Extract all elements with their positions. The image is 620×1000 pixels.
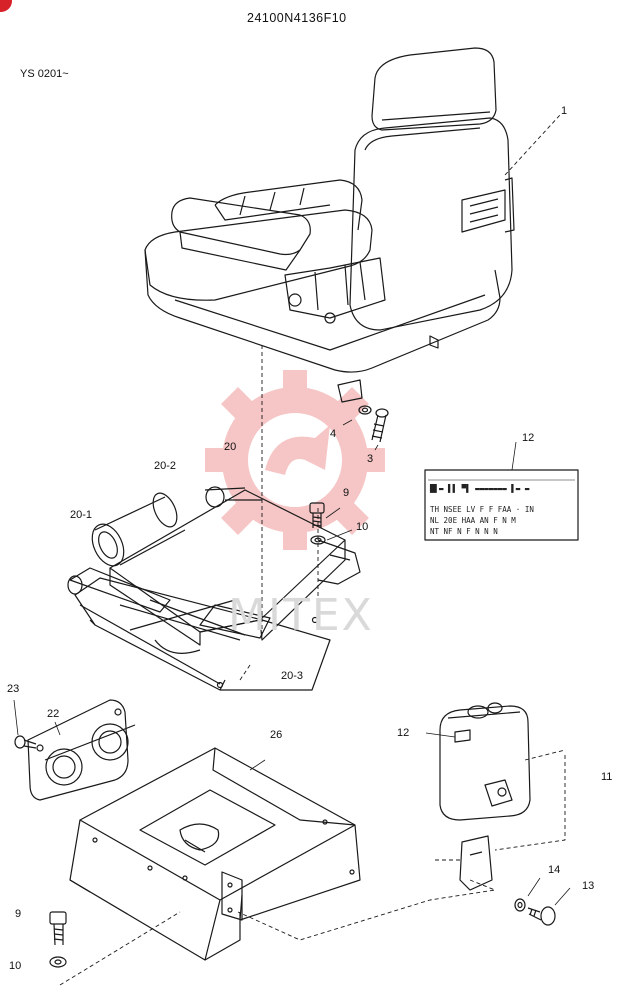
label-plate (425, 470, 578, 540)
seat-assembly (145, 48, 514, 402)
washer-10-top (311, 536, 325, 544)
callout-9-bottom: 9 (15, 908, 22, 920)
callout-20-1: 20-1 (70, 509, 93, 521)
callout-14: 14 (548, 864, 561, 876)
callout-12-top: 12 (522, 432, 535, 444)
callout-22: 22 (47, 708, 60, 720)
washer-4 (359, 406, 371, 414)
callout-20-3: 20-3 (281, 670, 304, 682)
bolt-13 (528, 907, 555, 925)
serial-range: YS 0201~ (20, 68, 69, 80)
water-tank-11 (440, 703, 530, 820)
screw-23 (15, 736, 36, 748)
callout-23: 23 (7, 683, 20, 695)
washer-14 (515, 899, 525, 911)
bolt-9-bottom (50, 912, 66, 945)
callout-12-tank: 12 (397, 727, 410, 739)
callout-3: 3 (367, 453, 374, 465)
callout-4: 4 (330, 428, 337, 440)
leader-lines (60, 115, 565, 985)
callout-20-2: 20-2 (154, 460, 177, 472)
seat-stand-26 (70, 748, 360, 960)
part-number-title: 24100N4136F10 (247, 11, 347, 25)
callout-11: 11 (601, 771, 613, 783)
label-line-4: NT NF N F N N N (430, 527, 498, 536)
watermark-text: MITEX (228, 590, 374, 641)
bolt-3 (372, 409, 388, 442)
label-line-2: TH NSEE LV F F FAA · IN (430, 505, 534, 514)
callout-13: 13 (582, 880, 595, 892)
callout-10-top: 10 (356, 521, 369, 533)
callout-26: 26 (270, 729, 283, 741)
callout-9-top: 9 (343, 487, 350, 499)
seat-suspension (68, 487, 360, 690)
bracket-11 (460, 836, 492, 890)
watermark-gear-icon (205, 370, 385, 550)
callout-20: 20 (224, 441, 237, 453)
label-line-1: █▌▬ ▌▌ ▀▌ ▬▬▬▬▬▬▬ ▌▬ ▬ (429, 483, 530, 493)
callout-10-bottom: 10 (9, 960, 22, 972)
callout-1: 1 (561, 105, 568, 117)
label-line-3: NL 20E HAA AN F N M (430, 516, 516, 525)
washer-10-bottom (50, 957, 66, 967)
bolt-9-top (310, 503, 324, 528)
socket-panel-22 (28, 700, 135, 800)
